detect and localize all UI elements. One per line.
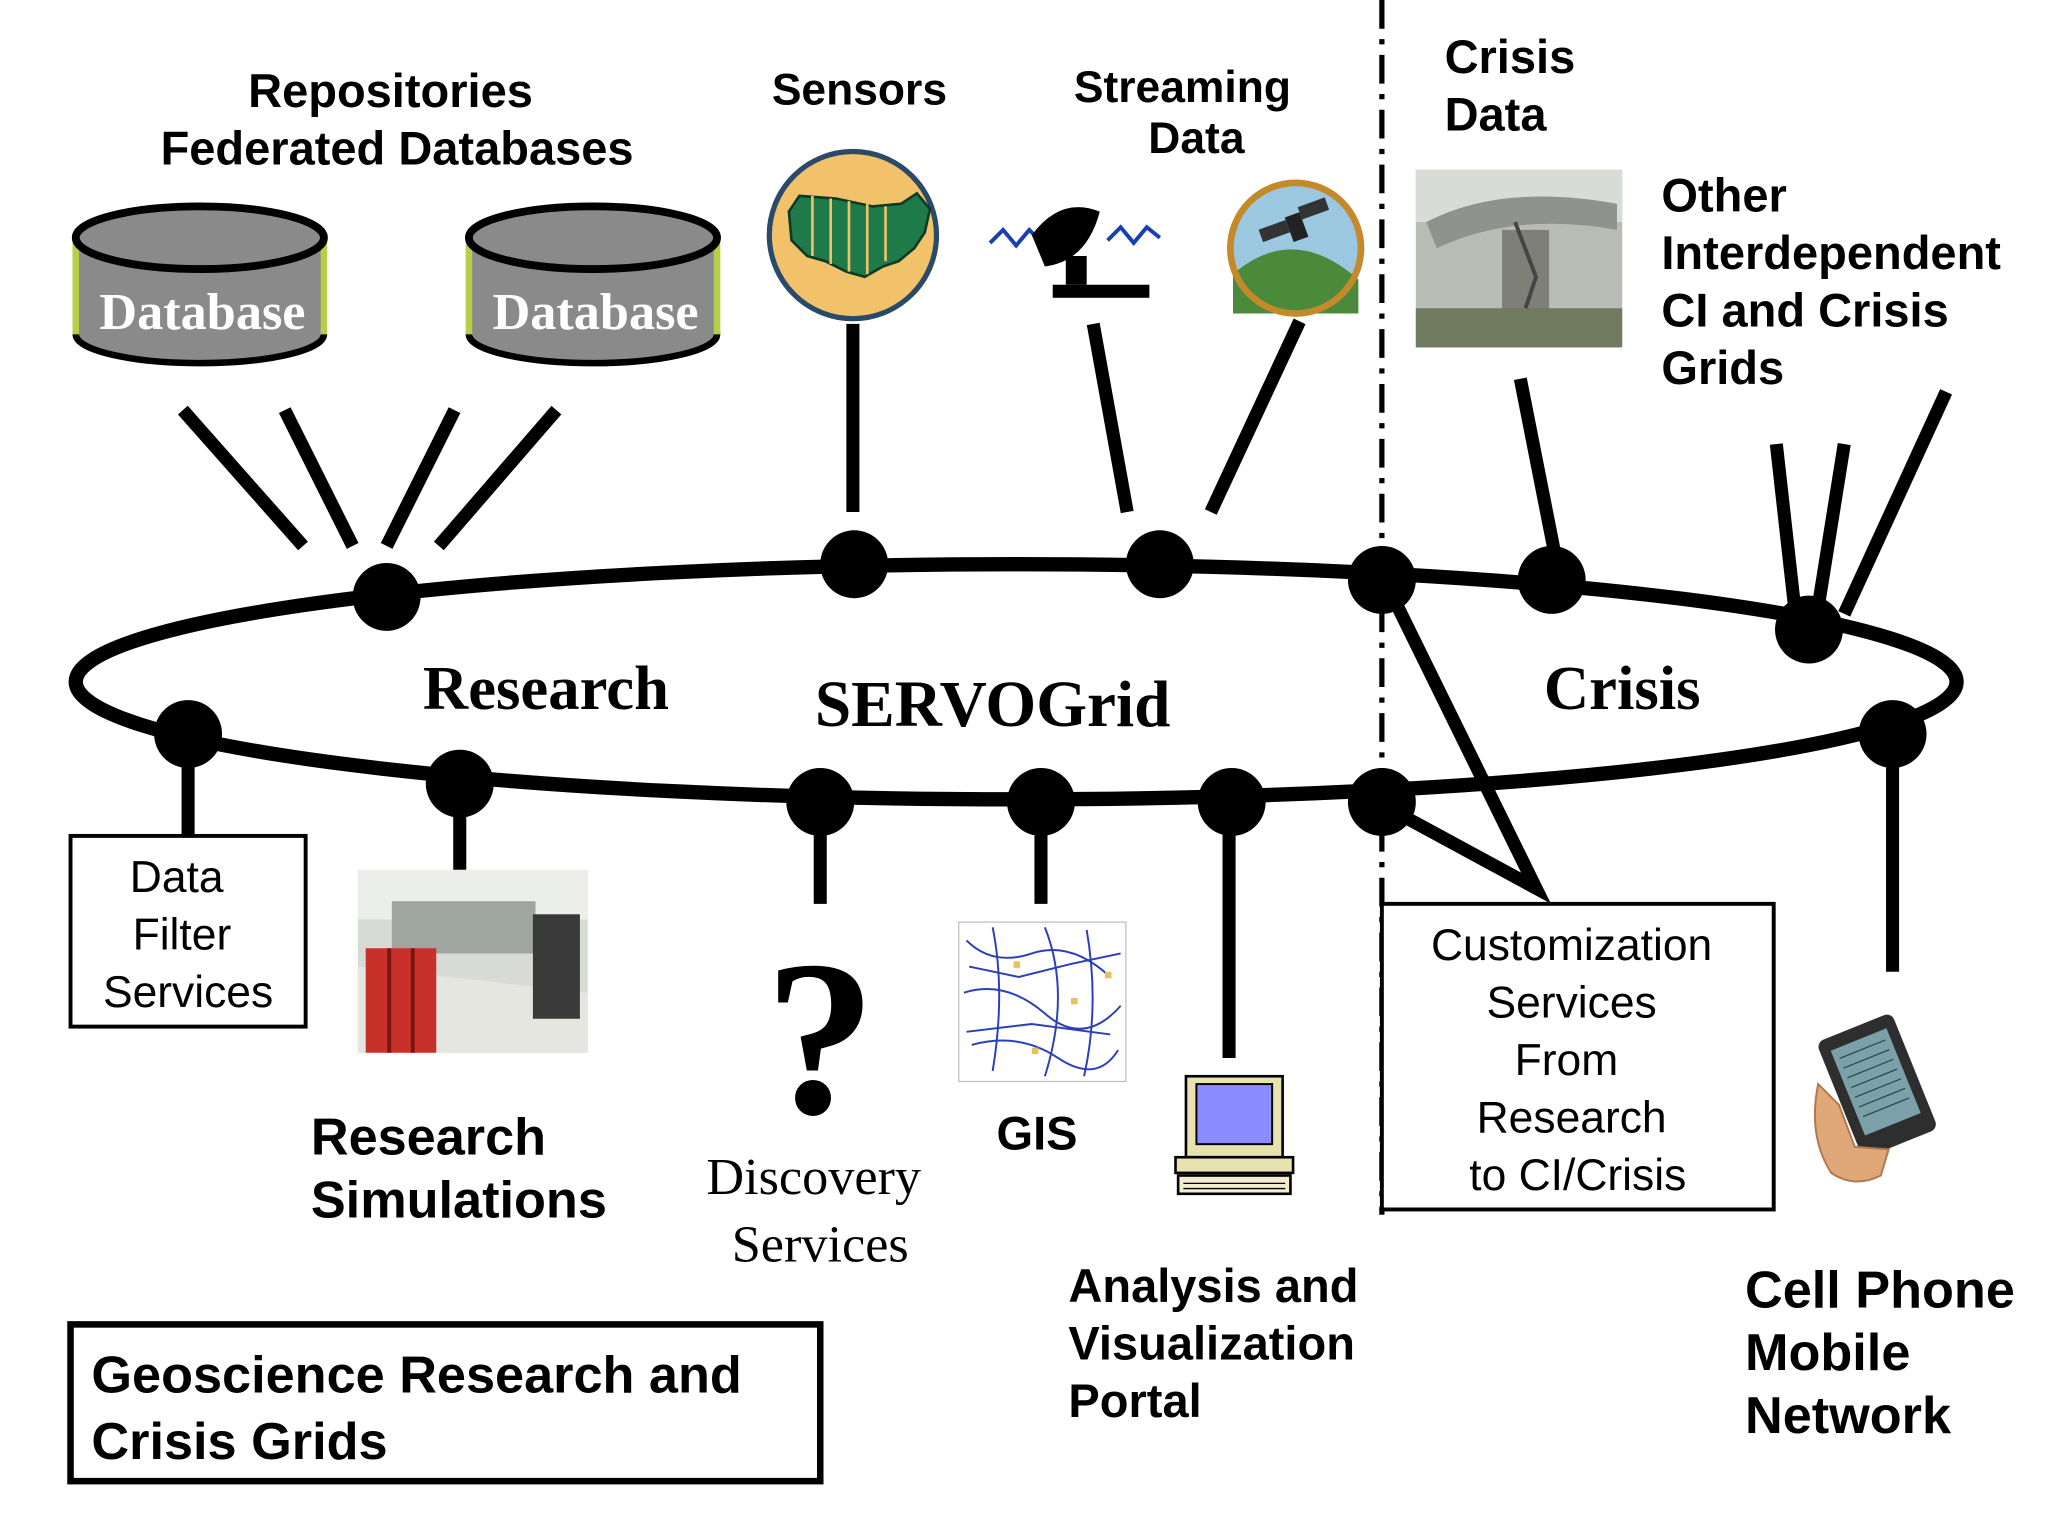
hand-icon bbox=[1813, 1082, 1890, 1183]
repositories-title: Repositories Federated Databases bbox=[161, 64, 634, 174]
data-filter-label: Data Filter Services bbox=[103, 853, 273, 1017]
node-divider-bottom bbox=[1347, 768, 1416, 836]
gis-map-icon bbox=[958, 921, 1127, 1083]
ring-label-research: Research bbox=[423, 653, 669, 723]
node-discovery bbox=[786, 768, 855, 836]
database-icon-1: Database bbox=[71, 202, 328, 367]
database-icon-2: Database bbox=[464, 202, 721, 367]
satellite-orbit-icon bbox=[1227, 179, 1365, 317]
database-label-1: Database bbox=[99, 283, 305, 341]
satellite-dish-icon bbox=[988, 207, 1162, 298]
computer-terminal-icon bbox=[1174, 1074, 1295, 1196]
sensors-label: Sensors bbox=[772, 65, 947, 114]
ring-label-crisis: Crisis bbox=[1544, 653, 1701, 723]
computer-room-photo bbox=[357, 869, 588, 1053]
node-research-sim bbox=[425, 749, 494, 818]
sensor-map-icon bbox=[766, 148, 940, 322]
discovery-services-label: Discovery Services bbox=[706, 1148, 934, 1274]
streaming-data-title: Streaming Data bbox=[1074, 63, 1303, 163]
node-analysis bbox=[1197, 768, 1266, 836]
database-label-2: Database bbox=[493, 283, 699, 341]
collapsed-bridge-photo bbox=[1415, 169, 1623, 348]
node-data-filter bbox=[154, 700, 223, 768]
node-streaming bbox=[1125, 530, 1194, 599]
other-grids-title: Other Interdependent CI and Crisis Grids bbox=[1661, 169, 2014, 394]
node-gis bbox=[1007, 768, 1075, 836]
node-crisis-data bbox=[1517, 545, 1586, 614]
handheld-device-icon bbox=[1818, 1014, 1936, 1157]
cell-phone-network-label: Cell Phone Mobile Network bbox=[1745, 1261, 2029, 1444]
customization-services-label: Customization Services From Research to … bbox=[1431, 921, 1725, 1200]
title-box bbox=[67, 1321, 824, 1485]
crisis-data-title: Crisis Data bbox=[1445, 30, 1589, 140]
ring-label-servogrid: SERVOGrid bbox=[815, 669, 1171, 741]
analysis-portal-label: Analysis and Visualization Portal bbox=[1068, 1259, 1371, 1427]
connector-lines bbox=[177, 318, 1953, 1058]
grid-nodes bbox=[154, 530, 1927, 836]
gis-label: GIS bbox=[997, 1106, 1078, 1159]
research-simulations-label: Research Simulations bbox=[311, 1109, 607, 1230]
data-filter-box bbox=[68, 833, 308, 1029]
node-other-grids bbox=[1775, 595, 1843, 664]
node-cell-phone bbox=[1858, 700, 1927, 768]
question-mark-icon: ? bbox=[765, 916, 876, 1162]
node-divider-top bbox=[1347, 545, 1416, 614]
node-sensors bbox=[820, 530, 889, 599]
diagram-title: Geoscience Research and Crisis Grids bbox=[91, 1346, 756, 1471]
node-repositories bbox=[352, 562, 421, 631]
customization-services-box bbox=[1379, 901, 1776, 1212]
